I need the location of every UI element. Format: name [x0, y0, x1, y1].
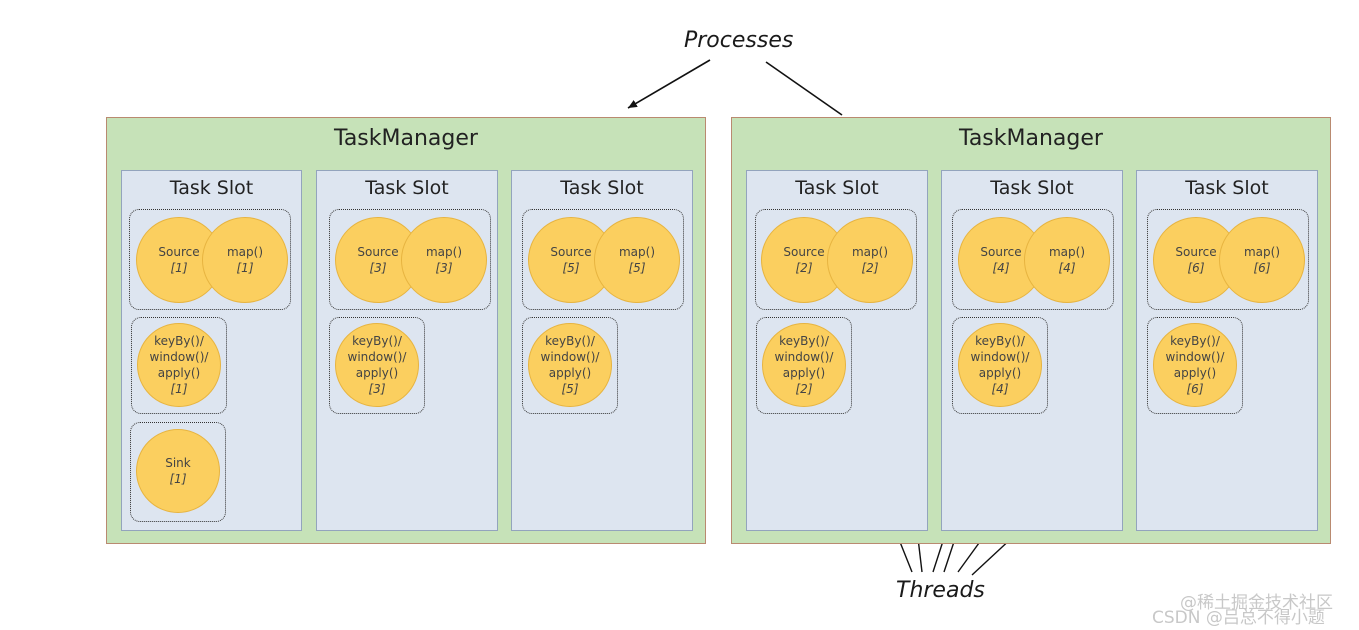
operator-label: map() — [1243, 245, 1281, 259]
source-map-chain — [522, 209, 684, 310]
keyby-group — [952, 317, 1048, 414]
keyby-group — [329, 317, 425, 414]
operator-index: [1] — [170, 261, 188, 275]
map-operator: map() [3] — [401, 217, 487, 303]
operator-label: map() — [618, 245, 656, 259]
operator-label: map() — [1048, 245, 1086, 259]
watermark-line1: @稀土掘金技术社区 — [1180, 593, 1333, 613]
keyby-window-apply-operator: keyBy()/ window()/ apply() [6] — [1153, 323, 1237, 407]
operator-label: keyBy()/ window()/ apply() — [149, 334, 209, 380]
taskmanager-2: TaskManager Task Slot Source [2] map() [… — [731, 117, 1331, 544]
processes-arrow-left — [627, 59, 711, 109]
source-map-chain — [129, 209, 291, 310]
task-slot-6: Task Slot Source [6] map() [6] keyBy()/ … — [1136, 170, 1318, 531]
task-slot-4: Task Slot Source [4] map() [4] keyBy()/ … — [941, 170, 1123, 531]
keyby-group — [1147, 317, 1243, 414]
keyby-window-apply-operator: keyBy()/ window()/ apply() [4] — [958, 323, 1042, 407]
task-slot-3: Task Slot Source [3] map() [3] keyBy()/ … — [316, 170, 498, 531]
operator-index: [3] — [435, 261, 453, 275]
keyby-window-apply-operator: keyBy()/ window()/ apply() [3] — [335, 323, 419, 407]
operator-label: keyBy()/ window()/ apply() — [540, 334, 600, 380]
operator-label: Source — [357, 245, 399, 259]
operator-index: [1] — [170, 382, 188, 396]
task-slot-title: Task Slot — [560, 177, 644, 199]
operator-label: map() — [425, 245, 463, 259]
map-operator: map() [1] — [202, 217, 288, 303]
task-slot-title: Task Slot — [1185, 177, 1269, 199]
processes-label: Processes — [684, 28, 794, 53]
map-operator: map() [2] — [827, 217, 913, 303]
keyby-window-apply-operator: keyBy()/ window()/ apply() [1] — [137, 323, 221, 407]
task-slot-title: Task Slot — [990, 177, 1074, 199]
operator-index: [2] — [795, 382, 813, 396]
operator-index: [4] — [991, 382, 1009, 396]
operator-label: Source — [550, 245, 592, 259]
source-map-chain — [329, 209, 491, 310]
operator-index: [5] — [561, 382, 579, 396]
task-slot-title: Task Slot — [169, 177, 254, 199]
keyby-group — [522, 317, 618, 414]
source-operator: Source [2] — [761, 217, 847, 303]
operator-label: Source — [158, 245, 200, 259]
operator-index: [4] — [992, 261, 1010, 275]
operator-label: Sink — [165, 456, 191, 470]
task-slot-title: Task Slot — [365, 177, 449, 199]
source-map-chain — [952, 209, 1114, 310]
operator-label: Source — [1175, 245, 1217, 259]
keyby-window-apply-operator: keyBy()/ window()/ apply() [2] — [762, 323, 846, 407]
operator-index: [2] — [861, 261, 879, 275]
keyby-window-apply-operator: keyBy()/ window()/ apply() [5] — [528, 323, 612, 407]
operator-index: [6] — [1253, 261, 1271, 275]
task-slot-1: Task Slot Source [1] map() [1] keyBy()/ … — [121, 170, 302, 531]
operator-index: [3] — [368, 382, 386, 396]
task-slot-5: Task Slot Source [5] map() [5] keyBy()/ … — [511, 170, 693, 531]
task-slot-2: Task Slot Source [2] map() [2] keyBy()/ … — [746, 170, 928, 531]
operator-index: [1] — [169, 472, 187, 486]
operator-index: [6] — [1186, 382, 1204, 396]
operator-label: map() — [226, 245, 264, 259]
sink-group — [130, 422, 226, 522]
operator-index: [2] — [795, 261, 813, 275]
operator-index: [5] — [628, 261, 646, 275]
operator-label: Source — [980, 245, 1022, 259]
operator-index: [3] — [369, 261, 387, 275]
keyby-group — [756, 317, 852, 414]
map-operator: map() [4] — [1024, 217, 1110, 303]
threads-label: Threads — [896, 578, 985, 603]
operator-label: keyBy()/ window()/ apply() — [347, 334, 407, 380]
operator-label: keyBy()/ window()/ apply() — [774, 334, 834, 380]
operator-label: Source — [783, 245, 825, 259]
processes-arrow-right — [765, 61, 843, 116]
map-operator: map() [6] — [1219, 217, 1305, 303]
operator-label: keyBy()/ window()/ apply() — [1165, 334, 1225, 380]
source-map-chain — [755, 209, 917, 310]
operator-label: map() — [851, 245, 889, 259]
taskmanager-title: TaskManager — [334, 126, 478, 151]
operator-index: [5] — [562, 261, 580, 275]
operator-label: keyBy()/ window()/ apply() — [970, 334, 1030, 380]
watermark-line2: CSDN @吕总不得小题 — [1152, 608, 1325, 628]
operator-index: [1] — [236, 261, 254, 275]
taskmanager-title: TaskManager — [959, 126, 1103, 151]
task-slot-title: Task Slot — [795, 177, 879, 199]
operator-index: [6] — [1187, 261, 1205, 275]
map-operator: map() [5] — [594, 217, 680, 303]
sink-operator: Sink [1] — [136, 429, 220, 513]
operator-index: [4] — [1058, 261, 1076, 275]
taskmanager-1: TaskManager Task Slot Source [1] map() [… — [106, 117, 706, 544]
source-map-chain — [1147, 209, 1309, 310]
keyby-group — [131, 317, 227, 414]
